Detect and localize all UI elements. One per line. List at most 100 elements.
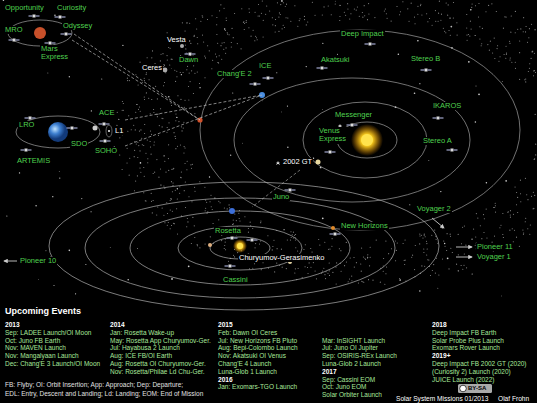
asteroid-dot bbox=[158, 135, 159, 136]
asteroid-dot bbox=[511, 15, 512, 16]
asteroid-dot bbox=[143, 192, 144, 193]
asteroid-dot bbox=[164, 65, 165, 66]
spacecraft-label: IKAROS bbox=[432, 102, 462, 110]
asteroid-dot bbox=[432, 270, 433, 271]
asteroid-dot bbox=[448, 4, 449, 5]
star bbox=[419, 83, 420, 84]
asteroid-dot bbox=[359, 16, 360, 17]
asteroid-dot bbox=[221, 59, 222, 60]
asteroid-dot bbox=[458, 270, 459, 271]
asteroid-dot bbox=[396, 250, 397, 251]
spacecraft-label: Pioneer 11 bbox=[476, 243, 514, 251]
asteroid-dot bbox=[497, 48, 498, 49]
star bbox=[122, 45, 123, 46]
asteroid-dot bbox=[310, 248, 311, 249]
asteroid-dot bbox=[147, 57, 148, 58]
asteroid-dot bbox=[385, 273, 386, 274]
asteroid-dot bbox=[336, 262, 337, 263]
asteroid-dot bbox=[173, 182, 174, 183]
asteroid-dot bbox=[374, 17, 375, 18]
asteroid-dot bbox=[297, 250, 298, 251]
event-line: Deep Impact FB Earth bbox=[432, 329, 496, 336]
abbreviation-key: FB: Flyby; OI: Orbit Insertion; App: App… bbox=[5, 381, 183, 388]
asteroid-dot bbox=[450, 35, 451, 36]
asteroid-dot bbox=[494, 38, 495, 39]
asteroid-dot bbox=[168, 222, 169, 223]
asteroid-dot bbox=[185, 48, 186, 49]
asteroid-dot bbox=[368, 3, 369, 4]
asteroid-dot bbox=[162, 53, 163, 54]
asteroid-dot bbox=[527, 199, 528, 200]
asteroid-dot bbox=[184, 100, 185, 101]
asteroid-dot bbox=[495, 203, 496, 204]
star bbox=[58, 171, 60, 173]
asteroid-dot bbox=[163, 64, 164, 65]
asteroid-dot bbox=[171, 59, 172, 60]
asteroid-dot bbox=[448, 30, 449, 31]
asteroid-dot bbox=[525, 178, 526, 179]
inner-orbits bbox=[200, 30, 520, 230]
asteroid-dot bbox=[432, 25, 433, 26]
asteroid-dot bbox=[233, 37, 234, 38]
star bbox=[109, 247, 111, 249]
event-line: Solar Orbiter Launch bbox=[322, 391, 382, 398]
asteroid-dot bbox=[151, 99, 152, 100]
asteroid-dot bbox=[309, 262, 310, 263]
star bbox=[478, 93, 480, 95]
asteroid-dot bbox=[187, 161, 188, 162]
asteroid-dot bbox=[144, 176, 145, 177]
credit-text: Olaf Frohn bbox=[498, 395, 529, 402]
asteroid-dot bbox=[456, 22, 457, 23]
asteroid-dot bbox=[148, 98, 149, 99]
asteroid-dot bbox=[183, 72, 184, 73]
asteroid-dot bbox=[303, 249, 304, 250]
asteroid-dot bbox=[263, 36, 264, 37]
asteroid-dot bbox=[450, 236, 451, 237]
star bbox=[91, 211, 92, 212]
star bbox=[287, 147, 288, 148]
asteroid-dot bbox=[180, 72, 181, 73]
asteroid-dot bbox=[170, 200, 171, 201]
asteroid-dot bbox=[489, 50, 490, 51]
asteroid-dot bbox=[367, 254, 368, 255]
asteroid-dot bbox=[150, 147, 151, 148]
spacecraft-label: MRO bbox=[4, 26, 24, 34]
asteroid-dot bbox=[444, 246, 445, 247]
asteroid-dot bbox=[466, 267, 467, 268]
asteroid-dot bbox=[186, 226, 187, 227]
asteroid-dot bbox=[475, 5, 476, 6]
asteroid-dot bbox=[236, 220, 237, 221]
event-line: Exomars Rover Launch bbox=[432, 344, 500, 351]
spacecraft-label: Voyager 1 bbox=[476, 253, 512, 261]
asteroid-dot bbox=[299, 18, 300, 19]
asteroid-dot bbox=[345, 15, 346, 16]
asteroid-dot bbox=[173, 223, 174, 224]
asteroid-dot bbox=[386, 266, 387, 267]
asteroid-dot bbox=[483, 232, 484, 233]
asteroid-dot bbox=[526, 194, 527, 195]
body-label: 2002 GT bbox=[282, 158, 313, 166]
asteroid-dot bbox=[118, 119, 119, 120]
asteroid-dot bbox=[179, 193, 180, 194]
asteroid-dot bbox=[481, 238, 482, 239]
asteroid-dot bbox=[494, 58, 495, 59]
star bbox=[306, 66, 307, 67]
spacecraft-label: SOHO bbox=[94, 147, 118, 155]
asteroid-dot bbox=[246, 22, 247, 23]
star bbox=[168, 96, 169, 97]
asteroid-dot bbox=[535, 144, 536, 145]
asteroid-dot bbox=[340, 5, 341, 6]
asteroid-dot bbox=[144, 124, 145, 125]
spacecraft-label: Venus Express bbox=[318, 127, 350, 144]
asteroid-dot bbox=[189, 40, 190, 41]
asteroid-dot bbox=[277, 248, 278, 249]
asteroid-dot bbox=[497, 45, 498, 46]
asteroid-dot bbox=[199, 181, 200, 182]
star bbox=[475, 121, 476, 122]
star bbox=[140, 162, 142, 164]
asteroid-dot bbox=[443, 240, 444, 241]
asteroid-dot bbox=[515, 62, 516, 63]
asteroid-dot bbox=[212, 209, 213, 210]
asteroid-dot bbox=[490, 41, 491, 42]
asteroid-dot bbox=[361, 271, 362, 272]
